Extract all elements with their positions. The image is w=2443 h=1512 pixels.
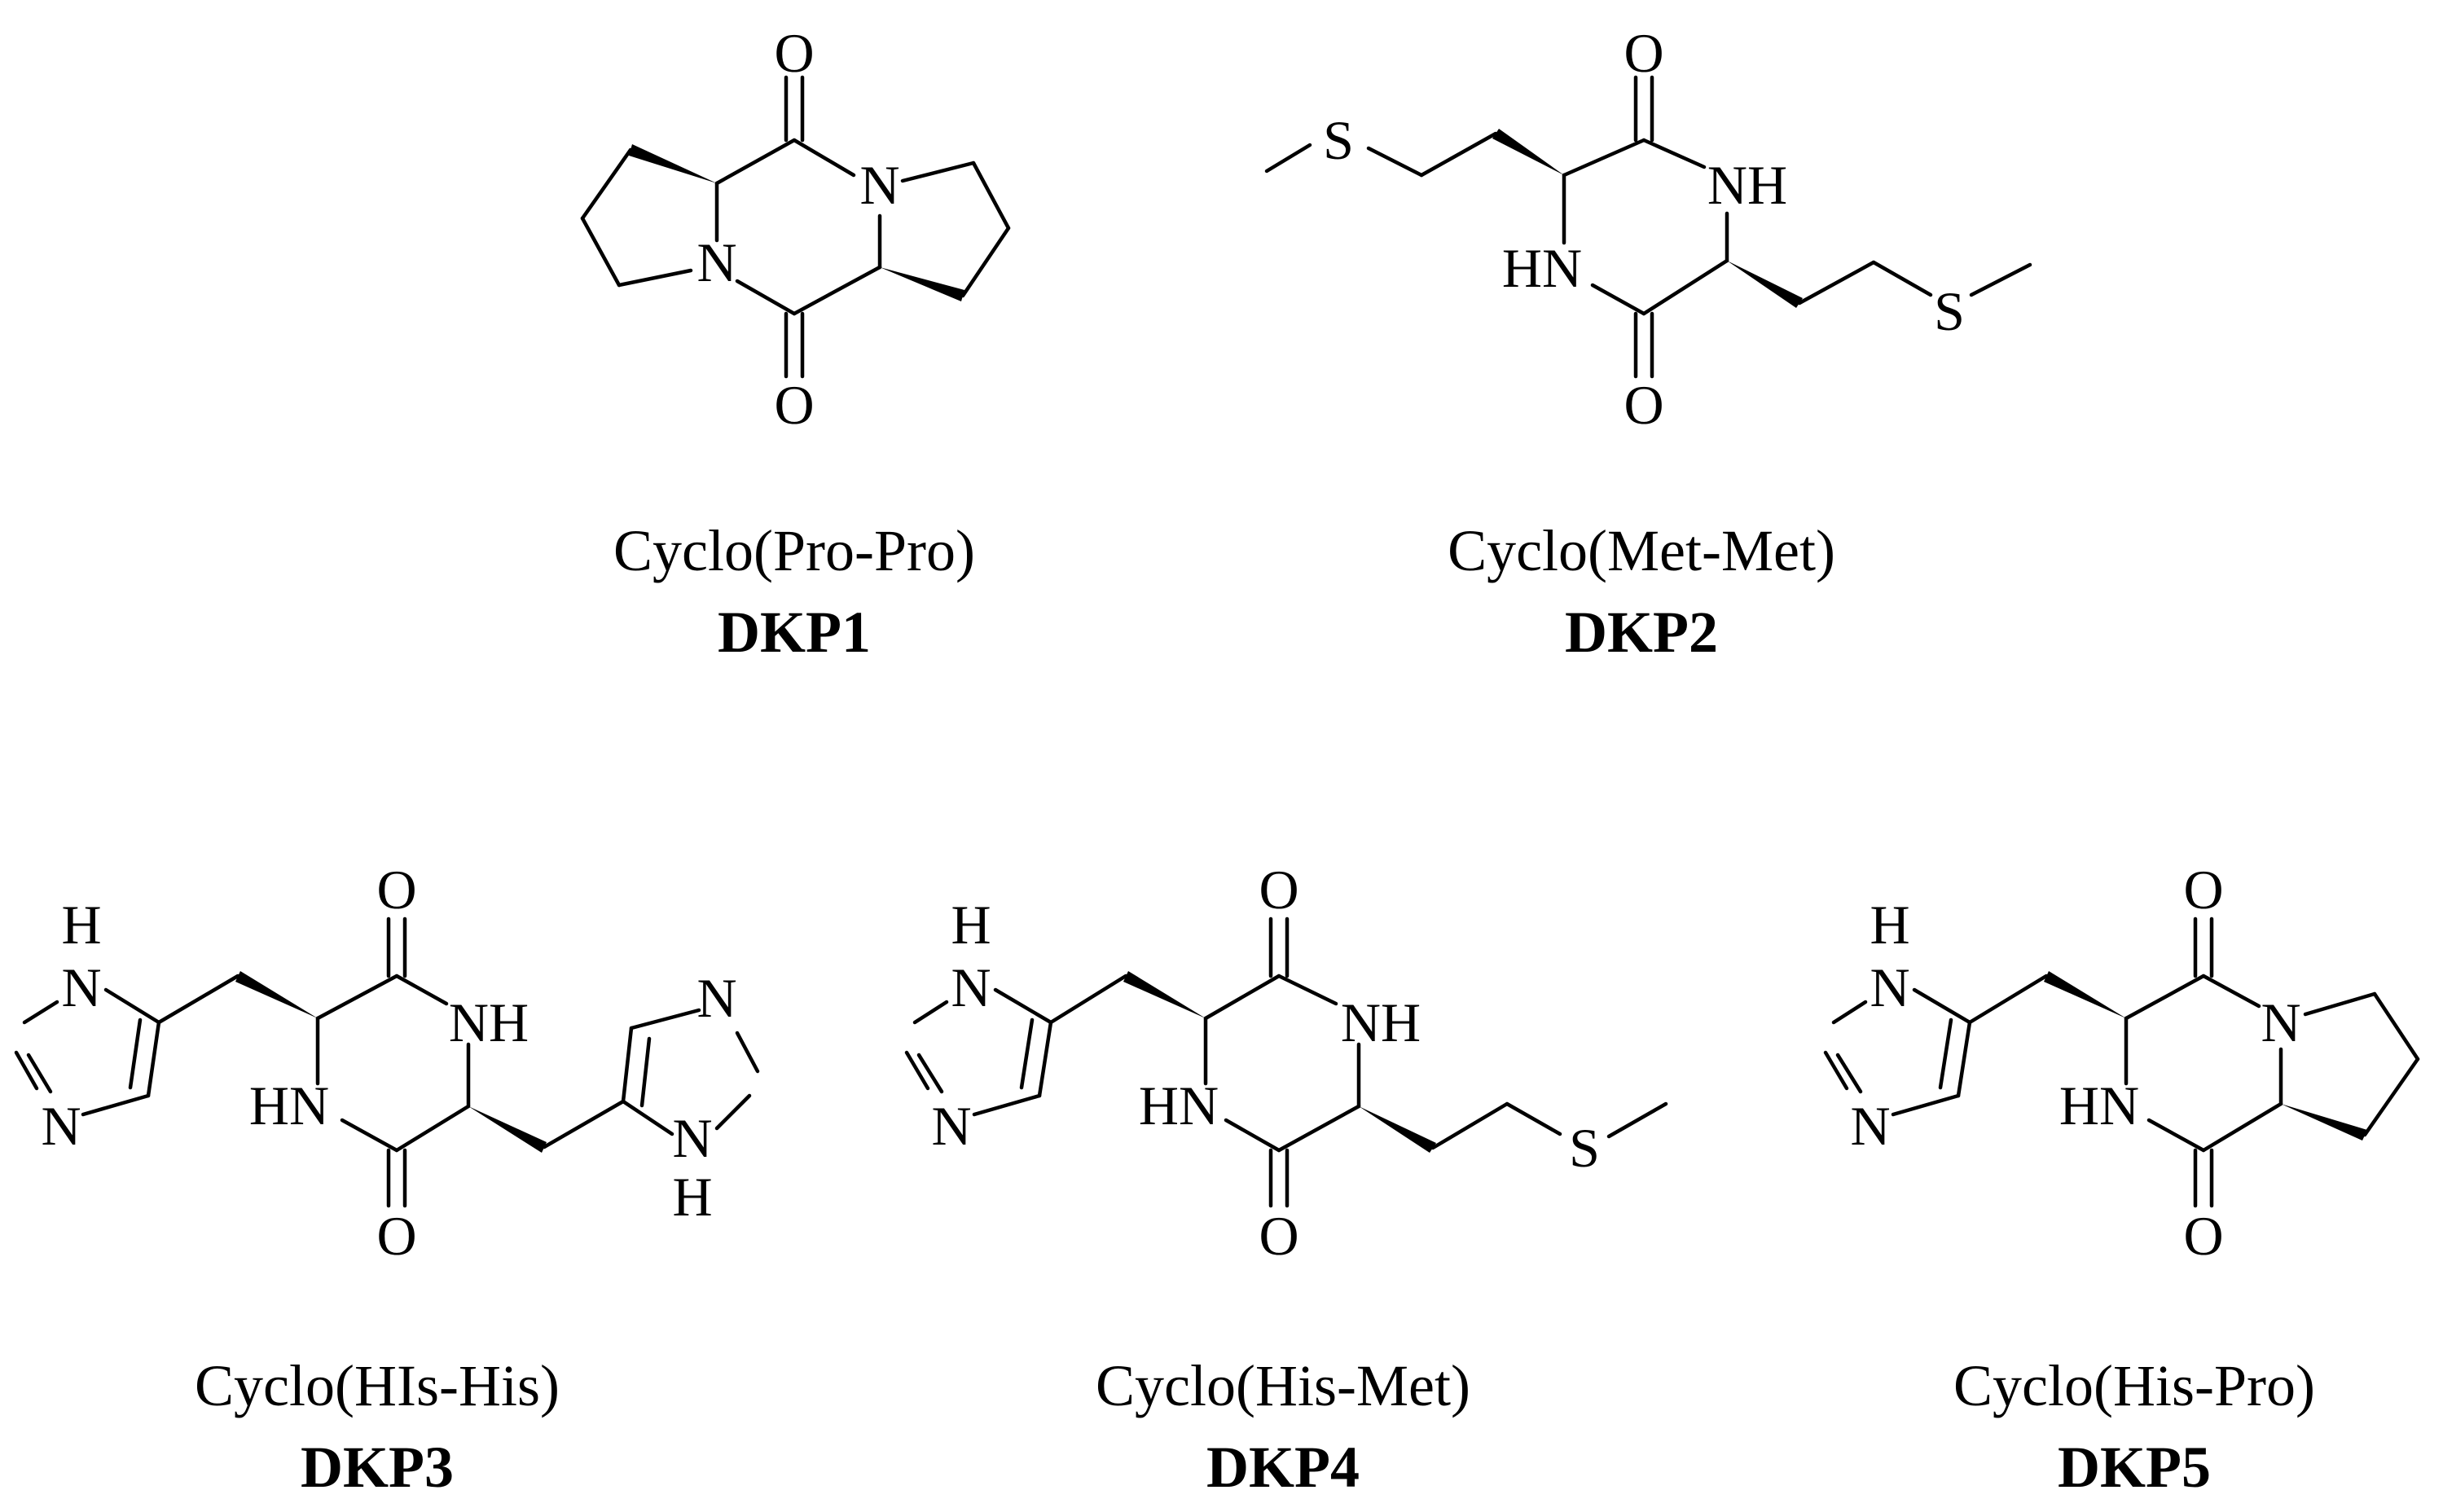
compound-name: Cyclo(Pro-Pro) <box>613 518 975 583</box>
atom-label: O <box>2183 1205 2223 1267</box>
atom-label: N <box>696 967 736 1029</box>
atom-label: O <box>2183 859 2223 921</box>
compound-name: Cyclo(Met-Met) <box>1448 518 1835 583</box>
atom-label: NH <box>1707 154 1787 216</box>
atom-label: H <box>61 894 101 956</box>
structure-dkp5: O N HN O H N N <box>1823 859 2420 1267</box>
atom-label: N <box>696 231 736 293</box>
atom-label: O <box>1259 1205 1298 1267</box>
atom-label: O <box>774 374 814 436</box>
atom-label: O <box>376 859 416 921</box>
atom-label: HN <box>1139 1075 1219 1136</box>
atom-label: NH <box>449 991 529 1053</box>
structure-dkp3: O NH HN O H N N N N H <box>14 859 760 1267</box>
atom-label: HN <box>2059 1075 2139 1136</box>
atom-label: N <box>61 956 101 1018</box>
atom-label: H <box>951 894 991 956</box>
atom-label: N <box>859 154 899 216</box>
structure-dkp1: O N N O <box>580 22 1011 436</box>
atom-label: N <box>2261 991 2300 1053</box>
structure-dkp4: O NH HN O H N N S <box>904 859 1668 1267</box>
atom-label: N <box>1850 1095 1890 1157</box>
atom-label: N <box>41 1095 81 1157</box>
atom-label: N <box>672 1107 712 1169</box>
compound-name: Cyclo(HIs-His) <box>195 1353 560 1418</box>
atom-label: H <box>672 1166 712 1228</box>
compound-code: DKP1 <box>718 600 871 665</box>
atom-label: N <box>1870 956 1909 1018</box>
atom-label: HN <box>1502 237 1582 299</box>
atom-label: O <box>1624 374 1663 436</box>
atom-label: O <box>1259 859 1298 921</box>
atom-label: O <box>1624 22 1663 84</box>
compound-name: Cyclo(His-Pro) <box>1953 1353 2315 1418</box>
compound-code: DKP2 <box>1565 600 1718 665</box>
atom-label: O <box>376 1205 416 1267</box>
atom-label: NH <box>1341 991 1421 1053</box>
compound-code: DKP3 <box>301 1435 454 1500</box>
atom-label: N <box>931 1095 971 1157</box>
atom-label: HN <box>249 1075 329 1136</box>
compound-code: DKP4 <box>1206 1435 1360 1500</box>
atom-label: O <box>774 22 814 84</box>
atom-label: N <box>951 956 991 1018</box>
atom-label: S <box>1934 280 1965 342</box>
atom-label: H <box>1870 894 1909 956</box>
compound-name: Cyclo(His-Met) <box>1096 1353 1470 1418</box>
structure-dkp2: O NH HN O S S <box>1264 22 2032 436</box>
atom-label: S <box>1569 1117 1600 1179</box>
compound-code: DKP5 <box>2058 1435 2211 1500</box>
atom-label: S <box>1323 109 1354 171</box>
